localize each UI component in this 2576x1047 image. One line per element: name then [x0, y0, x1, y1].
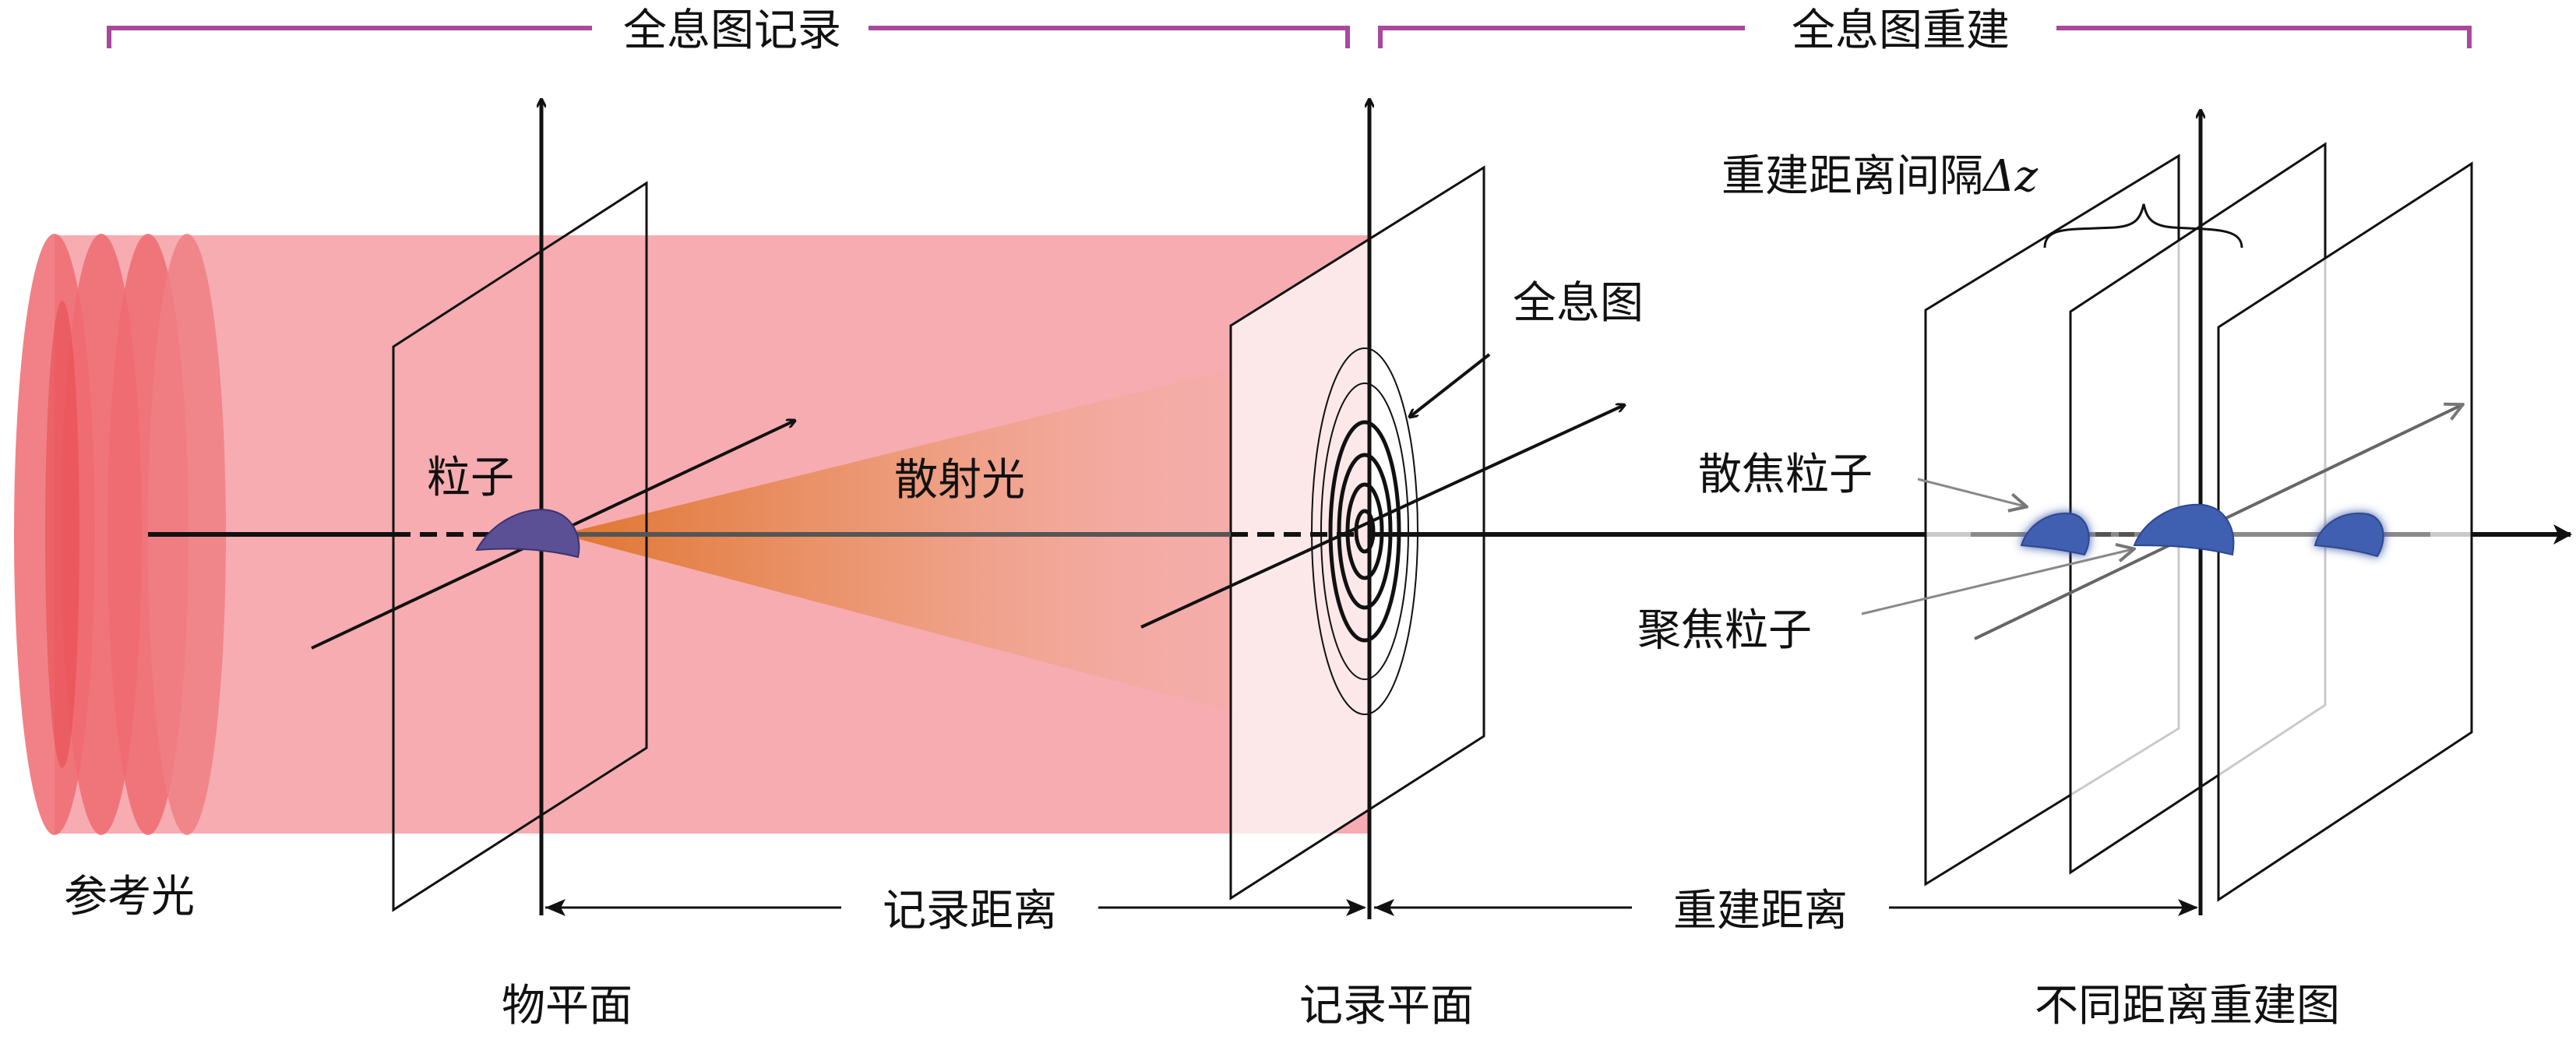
recording-distance-label-bg [841, 879, 1098, 935]
reconstruction-bracket [1378, 26, 2472, 48]
reconstruction-distance-label-bg [1632, 879, 1889, 935]
focused-particle-label: 聚焦粒子 [1637, 605, 1812, 656]
recon-interval-symbol: Δz [1982, 151, 2038, 202]
particle-label: 粒子 [427, 453, 514, 503]
recording-plane-label: 记录平面 [1299, 981, 1474, 1031]
object-plane [392, 181, 648, 912]
recording-title-bg [600, 0, 865, 55]
reconstruction-planes-label: 不同距离重建图 [2035, 981, 2340, 1031]
recon-interval-label: 重建距离间隔Δz [1721, 151, 2038, 202]
defocused-particle-label: 散焦粒子 [1698, 449, 1873, 500]
reconstruction-section-title: 全息图重建 [1792, 5, 2010, 56]
object-plane-label: 物平面 [502, 981, 633, 1031]
object-particle [475, 509, 580, 559]
recording-bracket [107, 26, 1350, 48]
interval-brace [2043, 203, 2243, 249]
defocused-pointer [1917, 478, 2025, 506]
reference-light-label: 参考光 [64, 872, 195, 922]
hologram-label: 全息图 [1513, 278, 1644, 329]
focused-pointer [1861, 549, 2133, 615]
hologram-fringes [1311, 347, 1418, 715]
reconstruction-distance-label: 重建距离 [1673, 886, 1848, 936]
recording-section-title: 全息图记录 [623, 5, 841, 56]
recording-distance-label: 记录距离 [883, 886, 1057, 936]
recording-plane-depth-axis [1140, 405, 1624, 629]
defocused-particle-2 [2313, 513, 2384, 558]
wave-fronts [14, 234, 226, 835]
scattered-light-cone [561, 335, 1369, 748]
focused-particle [2133, 503, 2235, 556]
hologram-pointer [1410, 353, 1491, 417]
scattered-light-label: 散射光 [894, 455, 1025, 506]
reconstruction-title-bg [1753, 0, 2049, 55]
recon-interval-text: 重建距离间隔 [1721, 151, 1983, 202]
defocused-particle-1 [2020, 513, 2090, 556]
